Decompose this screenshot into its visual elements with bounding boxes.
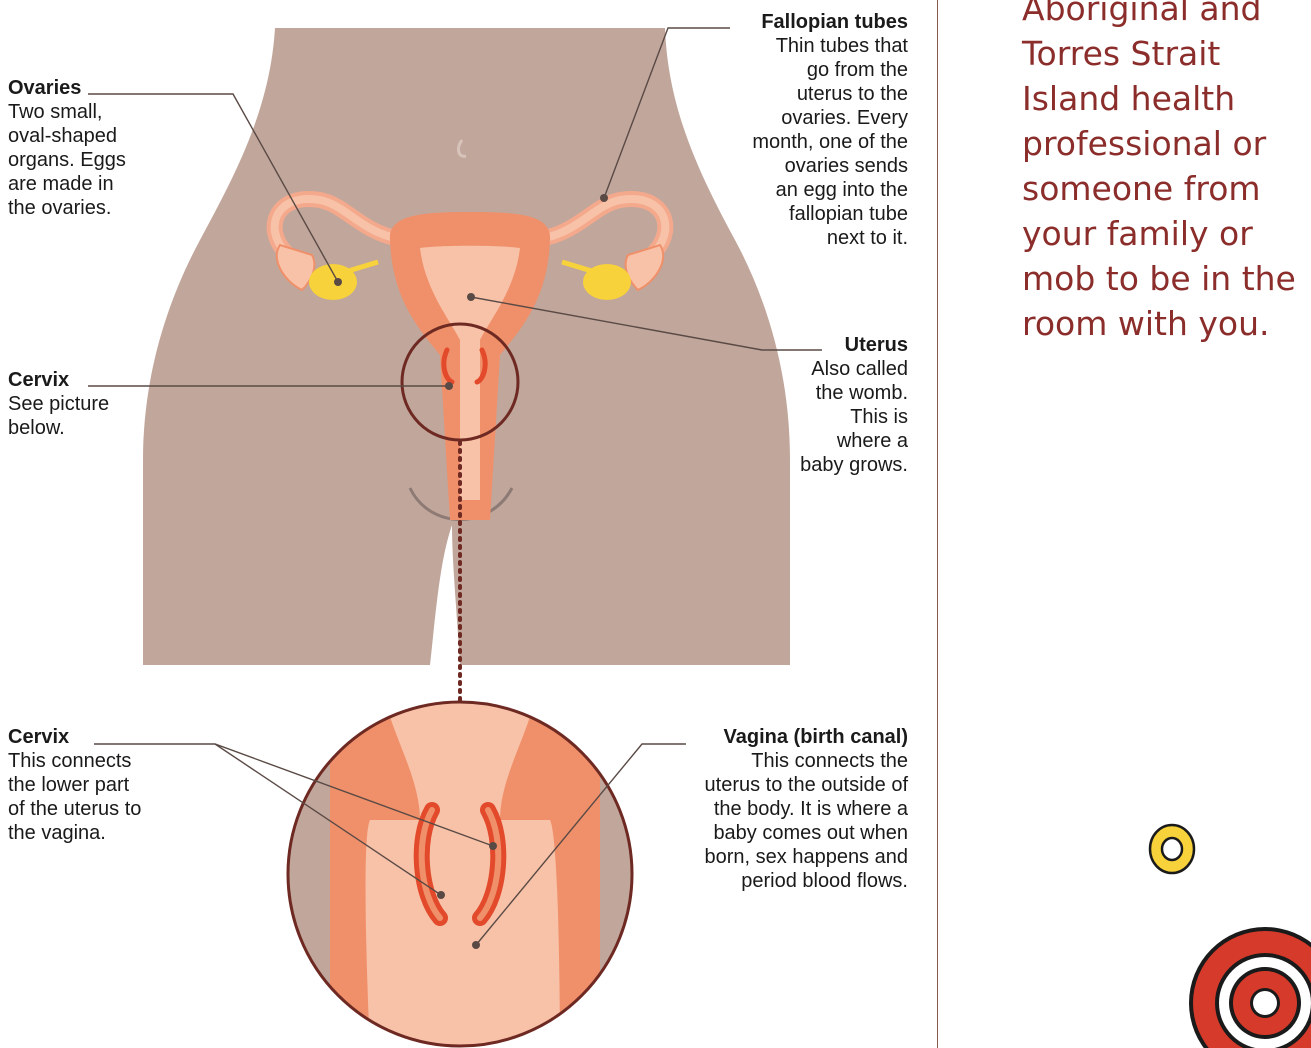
label-line: next to it.	[700, 226, 908, 250]
dot-art-decoration	[1140, 815, 1311, 1048]
sidebar-text: Aboriginal and Torres Strait Island heal…	[1022, 0, 1311, 346]
label-line: This connects the	[640, 749, 908, 773]
label-line: ovaries sends	[700, 154, 908, 178]
sidebar-line: your family or	[1022, 211, 1311, 256]
label-title: Ovaries	[8, 76, 178, 100]
label-line: the vagina.	[8, 821, 198, 845]
sidebar-line: Island health	[1022, 76, 1311, 121]
column-divider	[937, 0, 938, 1048]
label-line: the ovaries.	[8, 196, 178, 220]
zoom-circle	[280, 700, 640, 1048]
label-line: an egg into the	[700, 178, 908, 202]
label-title: Cervix	[8, 368, 178, 392]
label-line: oval-shaped	[8, 124, 178, 148]
label-line: ovaries. Every	[700, 106, 908, 130]
label-line: go from the	[700, 58, 908, 82]
label-cervix-top: Cervix See picture below.	[8, 368, 178, 440]
label-line: Also called	[740, 357, 908, 381]
label-line: of the uterus to	[8, 797, 198, 821]
label-line: the womb.	[740, 381, 908, 405]
label-line: the body. It is where a	[640, 797, 908, 821]
label-line: period blood flows.	[640, 869, 908, 893]
label-ovaries: Ovaries Two small, oval-shaped organs. E…	[8, 76, 178, 220]
label-fallopian-tubes: Fallopian tubes Thin tubes that go from …	[700, 10, 908, 250]
label-line: organs. Eggs	[8, 148, 178, 172]
label-line: This is	[740, 405, 908, 429]
label-line: fallopian tube	[700, 202, 908, 226]
label-vagina: Vagina (birth canal) This connects the u…	[640, 725, 908, 893]
label-title: Uterus	[740, 333, 908, 357]
yellow-ring-icon	[1150, 825, 1194, 873]
label-uterus: Uterus Also called the womb. This is whe…	[740, 333, 908, 477]
label-line: Two small,	[8, 100, 178, 124]
label-line: uterus to the	[700, 82, 908, 106]
label-line: See picture	[8, 392, 178, 416]
label-line: below.	[8, 416, 178, 440]
label-line: Thin tubes that	[700, 34, 908, 58]
label-line: the lower part	[8, 773, 198, 797]
label-title: Fallopian tubes	[700, 10, 908, 34]
sidebar-line: room with you.	[1022, 301, 1311, 346]
sidebar-line: mob to be in the	[1022, 256, 1311, 301]
label-line: are made in	[8, 172, 178, 196]
red-concentric-circle-icon	[1189, 927, 1311, 1048]
sidebar-line: professional or	[1022, 121, 1311, 166]
label-line: baby comes out when	[640, 821, 908, 845]
label-line: where a	[740, 429, 908, 453]
sidebar-line: Torres Strait	[1022, 31, 1311, 76]
label-line: baby grows.	[740, 453, 908, 477]
sidebar-line: Aboriginal and	[1022, 0, 1311, 31]
label-title: Vagina (birth canal)	[640, 725, 908, 749]
sidebar-line: someone from	[1022, 166, 1311, 211]
label-line: uterus to the outside of	[640, 773, 908, 797]
label-cervix-bottom: Cervix This connects the lower part of t…	[8, 725, 198, 845]
label-line: month, one of the	[700, 130, 908, 154]
label-line: This connects	[8, 749, 198, 773]
label-line: born, sex happens and	[640, 845, 908, 869]
label-title: Cervix	[8, 725, 198, 749]
